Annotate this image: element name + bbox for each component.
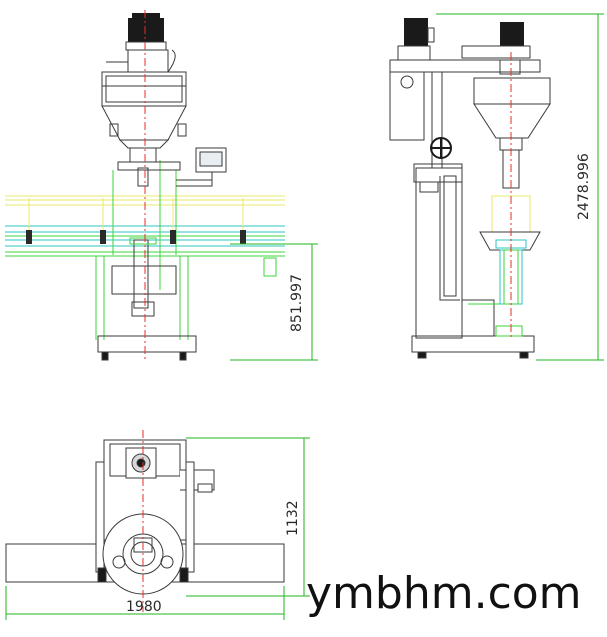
front-height-dimension [230, 243, 318, 361]
top-view: 1132 1980 [5, 430, 310, 620]
top-depth-dimension-label: 1132 [285, 500, 301, 536]
side-height-dimension-label: 2478.996 [576, 153, 592, 220]
side-handwheel [430, 137, 452, 159]
side-view: 2478.996 [389, 13, 604, 361]
side-beam [389, 45, 541, 169]
side-motors [404, 18, 524, 46]
front-frame [97, 147, 213, 361]
front-height-dimension-label: 851.997 [289, 274, 305, 332]
front-rail-clamps [26, 230, 246, 244]
front-motor [125, 13, 167, 51]
top-dimensions [5, 437, 310, 620]
front-control-panel [195, 147, 227, 182]
front-hopper [101, 49, 187, 149]
side-height-dimension [436, 13, 604, 361]
watermark-text: ymbhm.com [306, 568, 582, 619]
front-view: 851.997 [5, 10, 318, 362]
top-width-dimension-label: 1980 [126, 599, 162, 615]
side-column [411, 163, 535, 359]
